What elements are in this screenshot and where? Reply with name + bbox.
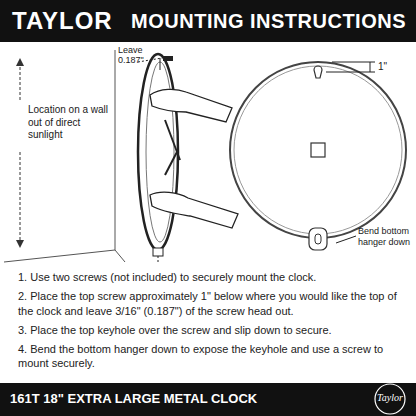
product-name: 161T 18" EXTRA LARGE METAL CLOCK [10, 391, 257, 406]
step-text: 4. Bend the bottom hanger down to expose… [18, 342, 398, 371]
hands [150, 89, 238, 228]
step-text: 1. Use two screws (not included) to secu… [18, 270, 398, 284]
page-title: MOUNTING INSTRUCTIONS [131, 10, 406, 33]
gap-note: Leave 0.187" [118, 45, 158, 66]
clock-back-view [230, 62, 406, 250]
footer-bar [0, 383, 416, 416]
bottom-screw [153, 248, 163, 262]
clock-side-view [138, 54, 180, 250]
height-guide [20, 62, 21, 244]
arrowhead [16, 58, 24, 66]
badge-ring [375, 384, 405, 414]
wall-outline [4, 50, 125, 262]
step-text: 2. Place the top screw approximately 1" … [18, 289, 398, 318]
hanger-note: Bend bottom hanger down [358, 226, 412, 248]
leader-line [336, 236, 356, 243]
step-text: 3. Place the top keyhole over the screw … [18, 323, 398, 337]
brand-logo: TAYLOR [12, 7, 113, 35]
header-bar [0, 0, 416, 42]
location-note: Location on a wall out of direct sunligh… [28, 104, 112, 142]
dimension-1in [326, 62, 375, 72]
dimension-label: 1" [378, 61, 387, 72]
badge-logo: Taylor [376, 392, 404, 403]
arrowhead [16, 240, 24, 248]
